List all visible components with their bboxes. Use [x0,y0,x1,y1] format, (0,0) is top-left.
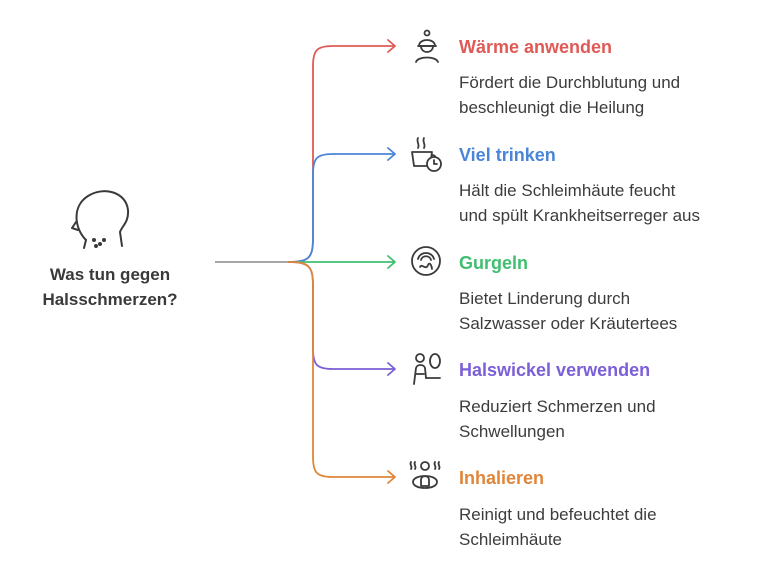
branch-arrowhead [387,147,396,161]
branch-desc-line: beschleunigt die Heilung [459,98,645,117]
branch-arrowhead [387,255,396,269]
root-title-line-2: Halsschmerzen? [42,290,178,309]
branch-desc-trinken: Hält die Schleimhäute feucht und spült K… [459,178,759,228]
branch-desc-line: Schwellungen [459,422,565,441]
branch-desc-line: Salzwasser oder Kräutertees [459,314,678,333]
branch-desc-line: und spült Krankheitserreger aus [459,206,700,225]
branch-title-inhalieren: Inhalieren [459,468,545,488]
warm-hat-person-icon [415,29,439,63]
branch-desc-inhalieren: Reinigt und befeuchtet die Schleimhäute [459,502,759,552]
branch-title-trinken: Viel trinken [459,145,556,165]
branch-arrowhead [387,362,396,376]
branch-arrowhead [387,39,396,53]
steam-inhale-icon [409,461,441,489]
branch-desc-line: Reduziert Schmerzen und [459,397,656,416]
root-title-line-1: Was tun gegen [49,265,171,284]
branch-connector [287,261,395,478]
branch-title-waerme: Wärme anwenden [459,37,613,57]
branch-connector [287,261,395,370]
branch-desc-line: Fördert die Durchblutung und [459,73,681,92]
branch-desc-gurgeln: Bietet Linderung durch Salzwasser oder K… [459,286,759,336]
branch-desc-line: Schleimhäute [459,530,563,549]
head-throat-icon [71,190,130,249]
branch-desc-waerme: Fördert die Durchblutung und beschleunig… [459,70,759,120]
root-title: Was tun gegen Halsschmerzen? [20,262,200,312]
branch-connector [287,153,395,263]
branch-desc-line: Reinigt und befeuchtet die [459,505,657,524]
branch-desc-line: Hält die Schleimhäute feucht [459,181,676,200]
branch-arrowhead [387,470,396,484]
tea-cup-clock-icon [411,137,442,172]
branch-desc-halswickel: Reduziert Schmerzen und Schwellungen [459,394,759,444]
gargle-face-icon [411,246,441,276]
branch-desc-line: Bietet Linderung durch [459,289,631,308]
branch-title-halswickel: Halswickel verwenden [459,360,651,380]
branch-title-gurgeln: Gurgeln [459,253,529,273]
person-wrap-icon [413,353,441,385]
